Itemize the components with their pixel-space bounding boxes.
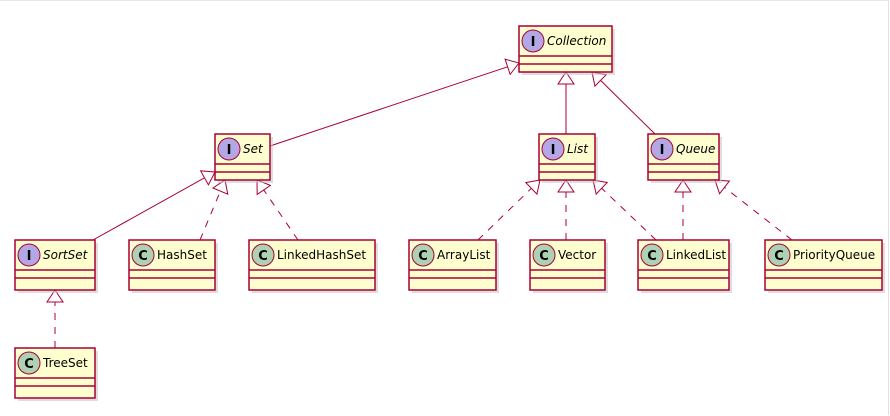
- node-label: HashSet: [157, 248, 207, 262]
- inheritance-arrow-head: [674, 179, 692, 193]
- node-label: LinkedHashSet: [277, 248, 366, 262]
- stereotype-letter: I: [551, 143, 556, 158]
- node-label: ArrayList: [437, 248, 491, 262]
- node-linkedlist[interactable]: C LinkedList: [637, 239, 732, 293]
- interface-icon: [521, 29, 545, 53]
- class-icon: [131, 243, 155, 267]
- class-icon: [17, 351, 41, 375]
- inheritance-arrow-head: [199, 170, 216, 186]
- node-treeset[interactable]: C TreeSet: [14, 347, 98, 401]
- inheritance-arrow-head: [504, 58, 520, 76]
- edge-line: [600, 80, 656, 135]
- stereotype-letter: C: [647, 249, 657, 264]
- edge-linkedlist-to-queue: [674, 179, 692, 240]
- interface-icon: [217, 137, 241, 161]
- edge-line: [263, 189, 299, 241]
- class-icon: [532, 243, 556, 267]
- interface-icon: [541, 137, 565, 161]
- edge-line: [477, 187, 532, 241]
- edge-line: [269, 66, 508, 147]
- stereotype-letter: C: [258, 249, 268, 264]
- stereotype-letter: I: [227, 143, 232, 158]
- edge-treeset-to-sortset: [46, 289, 64, 348]
- node-sortset[interactable]: I SortSet: [14, 239, 98, 293]
- edges-layer: [46, 58, 793, 348]
- node-label: LinkedList: [666, 248, 726, 262]
- stereotype-letter: C: [138, 249, 148, 264]
- edge-priorityqueue-to-queue: [714, 179, 793, 241]
- node-set[interactable]: I Set: [214, 133, 273, 183]
- stereotype-letter: C: [24, 357, 34, 372]
- class-icon: [640, 243, 664, 267]
- inheritance-arrow-head: [46, 289, 64, 303]
- edge-linkedhashset-to-set: [256, 179, 299, 241]
- edge-hashset-to-set: [199, 179, 229, 241]
- node-queue[interactable]: I Queue: [647, 133, 722, 183]
- stereotype-letter: C: [539, 249, 549, 264]
- edge-list-to-collection: [557, 71, 575, 134]
- class-icon: [767, 243, 791, 267]
- edge-arraylist-to-list: [477, 179, 541, 241]
- node-label: PriorityQueue: [793, 248, 875, 262]
- node-hashset[interactable]: C HashSet: [128, 239, 218, 293]
- edge-vector-to-list: [557, 179, 575, 240]
- stereotype-letter: I: [660, 143, 665, 158]
- inheritance-arrow-head: [524, 179, 541, 196]
- inheritance-arrow-head: [211, 179, 229, 195]
- node-arraylist[interactable]: C ArrayList: [408, 239, 499, 293]
- node-list[interactable]: I List: [538, 133, 598, 183]
- class-icon: [411, 243, 435, 267]
- node-vector[interactable]: C Vector: [529, 239, 608, 293]
- edge-queue-to-collection: [591, 71, 656, 135]
- inheritance-arrow-head: [557, 179, 575, 193]
- edge-sortset-to-set: [92, 170, 216, 241]
- node-label: Collection: [547, 34, 606, 48]
- node-priorityqueue[interactable]: C PriorityQueue: [764, 239, 885, 293]
- node-label: SortSet: [43, 248, 89, 262]
- edge-set-to-collection: [269, 58, 520, 147]
- node-linkedhashset[interactable]: C LinkedHashSet: [248, 239, 378, 293]
- class-icon: [251, 243, 275, 267]
- edge-line: [92, 177, 205, 241]
- stereotype-letter: I: [531, 35, 536, 50]
- node-label: Set: [243, 142, 264, 156]
- edge-line: [601, 187, 657, 241]
- node-label: Queue: [676, 142, 715, 156]
- interface-icon: [17, 243, 41, 267]
- node-label: List: [567, 142, 589, 156]
- stereotype-letter: C: [774, 249, 784, 264]
- node-collection[interactable]: I Collection: [518, 25, 615, 75]
- node-label: Vector: [558, 248, 596, 262]
- edge-line: [724, 186, 793, 241]
- stereotype-letter: C: [418, 249, 428, 264]
- edge-linkedlist-to-list: [592, 179, 657, 241]
- inheritance-arrow-head: [714, 179, 731, 195]
- edge-line: [199, 190, 221, 241]
- inheritance-arrow-head: [592, 179, 609, 196]
- inheritance-arrow-head: [557, 71, 575, 85]
- interface-icon: [650, 137, 674, 161]
- node-label: TreeSet: [42, 356, 88, 370]
- stereotype-letter: I: [27, 249, 32, 264]
